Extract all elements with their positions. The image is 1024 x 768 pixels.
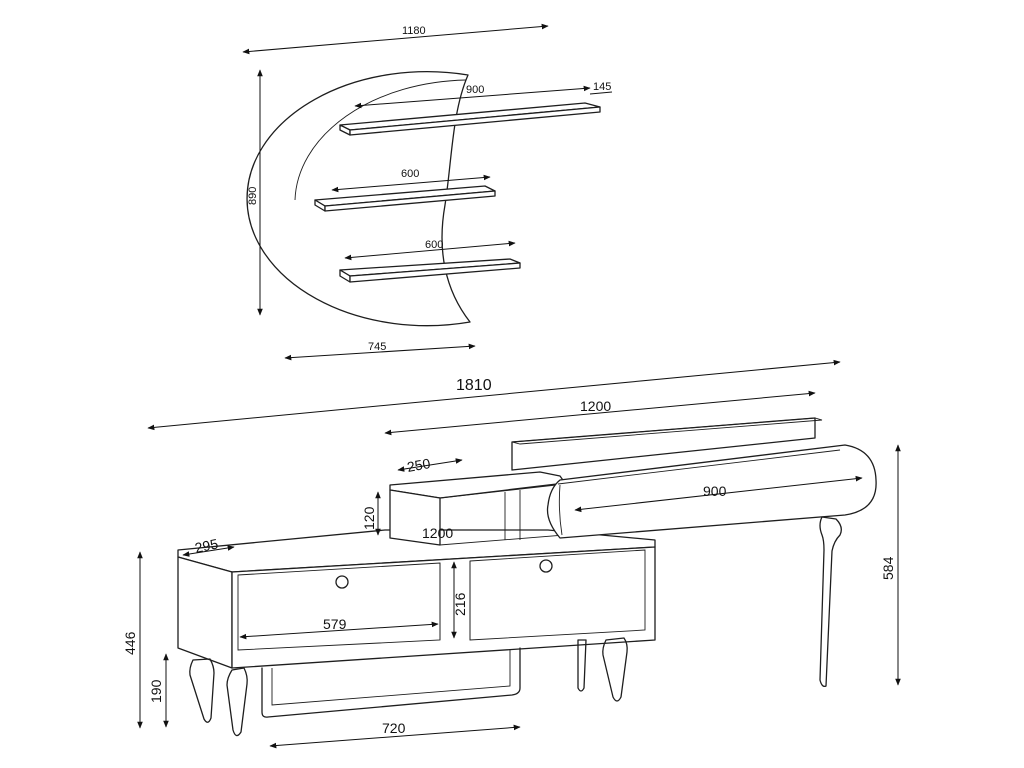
crescent-panel — [246, 71, 471, 327]
dim-side-shelf-height: 120 — [361, 506, 377, 530]
door-left-knob — [335, 575, 349, 589]
dim-leg-height: 190 — [148, 679, 164, 703]
dim-inner-width: 1200 — [422, 525, 453, 541]
shelf-middle — [314, 185, 496, 212]
dim-top-height: 584 — [880, 556, 896, 580]
cabinet-side — [177, 556, 233, 669]
dim-wall-width: 1180 — [402, 25, 426, 37]
bottom-shelf — [261, 647, 521, 718]
leg-top-right — [819, 516, 842, 688]
dim-wall-height: 890 — [247, 187, 259, 205]
dim-shelf-low-width: 600 — [425, 239, 443, 251]
tv-unit: 1810 1200 250 120 1200 295 446 579 216 1… — [122, 359, 901, 749]
door-right-knob — [539, 559, 553, 573]
leg-back-right — [577, 639, 587, 692]
dim-shelf-mid-width: 600 — [401, 168, 419, 180]
dim-drawer-width: 900 — [703, 483, 727, 499]
shelf-top — [339, 102, 601, 136]
wall-shelf: 1180 890 745 900 145 600 600 — [242, 23, 613, 361]
leg-front-right — [602, 637, 628, 702]
dim-door-width: 579 — [323, 616, 347, 632]
dim-panel-width: 745 — [368, 341, 386, 353]
dim-cabinet-height: 446 — [122, 631, 138, 655]
leg-front-left — [226, 667, 248, 737]
dim-overall-width: 1810 — [456, 377, 492, 394]
leg-back-left — [189, 658, 215, 723]
dim-cabinet-depth: 295 — [193, 535, 219, 556]
dim-top-section-width: 1200 — [580, 398, 611, 414]
dim-side-shelf-depth: 250 — [406, 455, 432, 475]
dim-shelf-top-width: 900 — [466, 84, 484, 96]
dim-bottom-shelf-width: 720 — [382, 720, 406, 736]
shelf-bottom — [339, 258, 521, 283]
dim-shelf-depth: 145 — [593, 81, 611, 93]
dim-door-height: 216 — [452, 592, 468, 616]
